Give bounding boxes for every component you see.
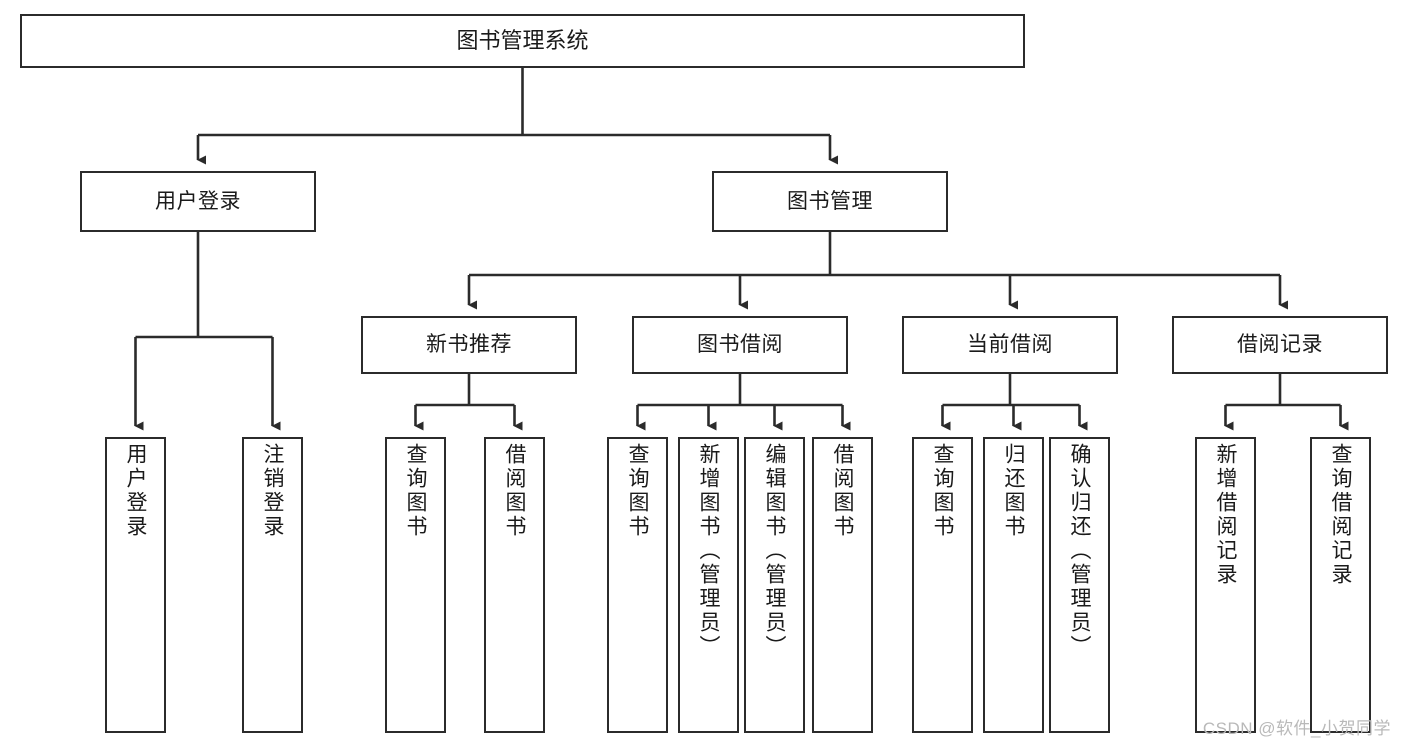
leaf-query-books-current-label: 查询图书: [931, 443, 954, 539]
leaf-edit-book-admin[interactable]: 编辑图书（管理员）: [744, 437, 805, 733]
leaf-add-book-admin-label: 新增图书（管理员）: [697, 443, 720, 659]
leaf-query-books-current[interactable]: 查询图书: [912, 437, 973, 733]
node-current-borrow[interactable]: 当前借阅: [902, 316, 1118, 374]
leaf-query-books-borrow-label: 查询图书: [626, 443, 649, 539]
node-root-label: 图书管理系统: [456, 27, 589, 53]
node-book-management[interactable]: 图书管理: [712, 171, 948, 232]
node-new-book-recommend-label: 新书推荐: [426, 333, 512, 357]
leaf-query-books-new[interactable]: 查询图书: [385, 437, 446, 733]
node-borrow-records[interactable]: 借阅记录: [1172, 316, 1388, 374]
leaf-user-login[interactable]: 用户登录: [105, 437, 166, 733]
node-root[interactable]: 图书管理系统: [20, 14, 1025, 68]
leaf-return-books-label: 归还图书: [1002, 443, 1025, 539]
leaf-confirm-return-admin[interactable]: 确认归还（管理员）: [1049, 437, 1110, 733]
node-book-borrow-label: 图书借阅: [697, 333, 783, 357]
node-borrow-records-label: 借阅记录: [1237, 333, 1323, 357]
node-user-login-label: 用户登录: [155, 189, 241, 213]
leaf-logout-label: 注销登录: [261, 443, 284, 539]
leaf-add-borrow-record[interactable]: 新增借阅记录: [1195, 437, 1256, 733]
node-book-management-label: 图书管理: [787, 189, 873, 213]
csdn-watermark: CSDN @软件_小贺同学: [1202, 719, 1391, 738]
leaf-query-books-new-label: 查询图书: [404, 443, 427, 539]
node-new-book-recommend[interactable]: 新书推荐: [361, 316, 577, 374]
node-book-borrow[interactable]: 图书借阅: [632, 316, 848, 374]
leaf-user-login-label: 用户登录: [124, 443, 147, 539]
leaf-return-books[interactable]: 归还图书: [983, 437, 1044, 733]
leaf-borrow-books-new-label: 借阅图书: [503, 443, 526, 539]
node-user-login[interactable]: 用户登录: [80, 171, 316, 232]
leaf-borrow-books-new[interactable]: 借阅图书: [484, 437, 545, 733]
leaf-query-books-borrow[interactable]: 查询图书: [607, 437, 668, 733]
leaf-edit-book-admin-label: 编辑图书（管理员）: [763, 443, 786, 659]
leaf-confirm-return-admin-label: 确认归还（管理员）: [1068, 443, 1091, 659]
node-current-borrow-label: 当前借阅: [967, 333, 1053, 357]
leaf-borrow-books[interactable]: 借阅图书: [812, 437, 873, 733]
leaf-add-borrow-record-label: 新增借阅记录: [1214, 443, 1237, 587]
leaf-borrow-books-label: 借阅图书: [831, 443, 854, 539]
leaf-logout[interactable]: 注销登录: [242, 437, 303, 733]
leaf-add-book-admin[interactable]: 新增图书（管理员）: [678, 437, 739, 733]
leaf-query-borrow-record[interactable]: 查询借阅记录: [1310, 437, 1371, 733]
leaf-query-borrow-record-label: 查询借阅记录: [1329, 443, 1352, 587]
